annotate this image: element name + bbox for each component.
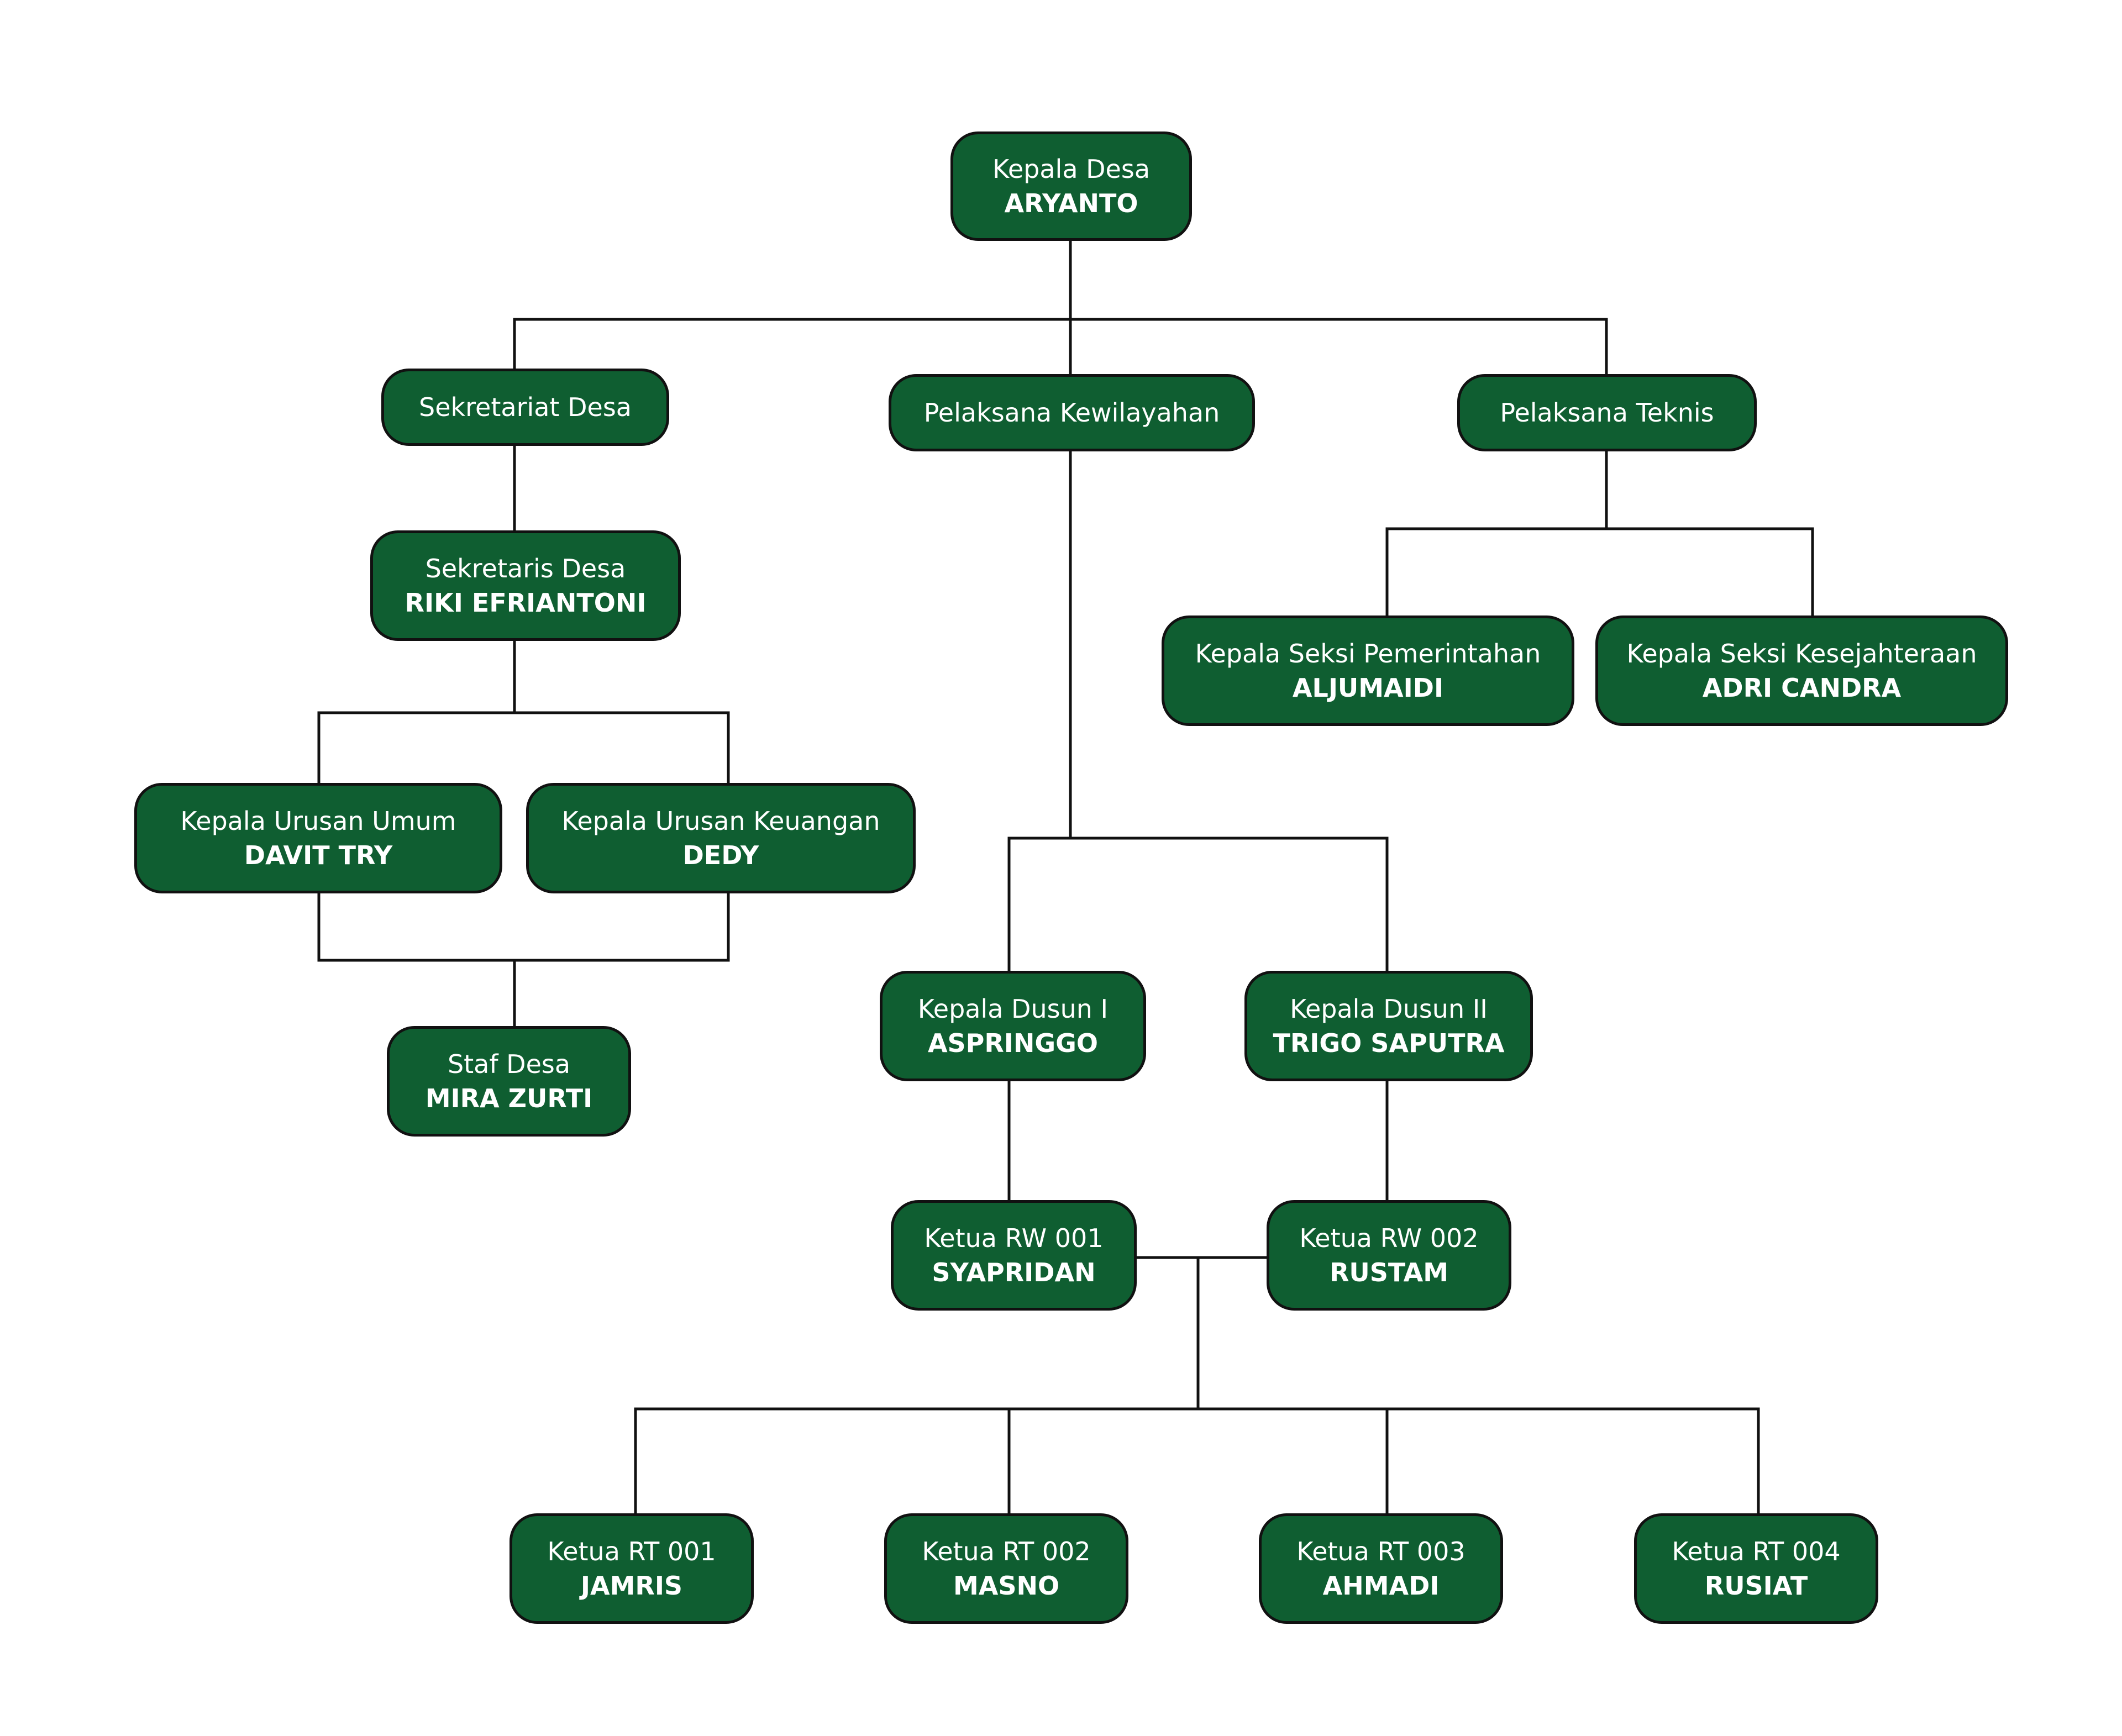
node-name: AHMADI (1322, 1571, 1440, 1601)
node-rt-004: Ketua RT 004 RUSIAT (1634, 1513, 1878, 1624)
node-role: Ketua RT 004 (1672, 1537, 1841, 1566)
node-rw-001: Ketua RW 001 SYAPRIDAN (891, 1200, 1137, 1311)
node-rw-002: Ketua RW 002 RUSTAM (1267, 1200, 1511, 1311)
node-role: Ketua RW 002 (1299, 1223, 1479, 1253)
node-staf-desa: Staf Desa MIRA ZURTI (387, 1026, 631, 1137)
node-role: Staf Desa (447, 1049, 571, 1079)
node-role: Kepala Urusan Keuangan (561, 806, 880, 836)
node-role: Ketua RT 002 (922, 1537, 1091, 1566)
node-kaur-umum: Kepala Urusan Umum DAVIT TRY (134, 783, 502, 893)
node-role: Ketua RW 001 (924, 1223, 1104, 1253)
node-name: ADRI CANDRA (1702, 673, 1902, 703)
node-rt-003: Ketua RT 003 AHMADI (1259, 1513, 1503, 1624)
node-pelaksana-teknis: Pelaksana Teknis (1457, 374, 1757, 451)
node-name: ALJUMAIDI (1292, 673, 1444, 703)
node-rt-002: Ketua RT 002 MASNO (884, 1513, 1128, 1624)
node-name: DAVIT TRY (244, 840, 393, 870)
node-name: RUSTAM (1329, 1258, 1449, 1287)
node-role: Sekretaris Desa (425, 554, 626, 583)
node-kaur-keuangan: Kepala Urusan Keuangan DEDY (526, 783, 916, 893)
node-name: MASNO (953, 1571, 1060, 1601)
node-kepala-desa: Kepala Desa ARYANTO (950, 131, 1192, 241)
node-role: Kepala Urusan Umum (180, 806, 456, 836)
node-role: Kepala Dusun I (917, 994, 1109, 1024)
node-kasi-pemerintahan: Kepala Seksi Pemerintahan ALJUMAIDI (1162, 616, 1574, 726)
node-name: TRIGO SAPUTRA (1273, 1028, 1505, 1058)
node-name: SYAPRIDAN (932, 1258, 1096, 1287)
node-role: Ketua RT 003 (1296, 1537, 1466, 1566)
node-sekretariat-desa: Sekretariat Desa (381, 369, 669, 446)
node-rt-001: Ketua RT 001 JAMRIS (510, 1513, 754, 1624)
node-name: ARYANTO (1004, 188, 1138, 218)
node-role: Kepala Desa (992, 154, 1151, 184)
node-name: JAMRIS (580, 1571, 683, 1601)
node-name: MIRA ZURTI (425, 1083, 593, 1113)
node-kadus-2: Kepala Dusun II TRIGO SAPUTRA (1244, 971, 1533, 1081)
node-kadus-1: Kepala Dusun I ASPRINGGO (880, 971, 1146, 1081)
node-kasi-kesejahteraan: Kepala Seksi Kesejahteraan ADRI CANDRA (1595, 616, 2008, 726)
node-sekretaris-desa: Sekretaris Desa RIKI EFRIANTONI (370, 530, 681, 641)
node-role: Kepala Dusun II (1290, 994, 1488, 1024)
node-role: Kepala Seksi Pemerintahan (1195, 639, 1541, 669)
node-name: DEDY (682, 840, 759, 870)
node-role: Kepala Seksi Kesejahteraan (1626, 639, 1977, 669)
node-role: Ketua RT 001 (547, 1537, 716, 1566)
node-pelaksana-kewilayahan: Pelaksana Kewilayahan (889, 374, 1255, 451)
node-name: RIKI EFRIANTONI (405, 588, 647, 618)
node-name: ASPRINGGO (927, 1028, 1099, 1058)
node-role: Pelaksana Teknis (1500, 398, 1714, 428)
node-name: RUSIAT (1704, 1571, 1808, 1601)
node-role: Sekretariat Desa (419, 392, 632, 422)
node-role: Pelaksana Kewilayahan (923, 398, 1220, 428)
